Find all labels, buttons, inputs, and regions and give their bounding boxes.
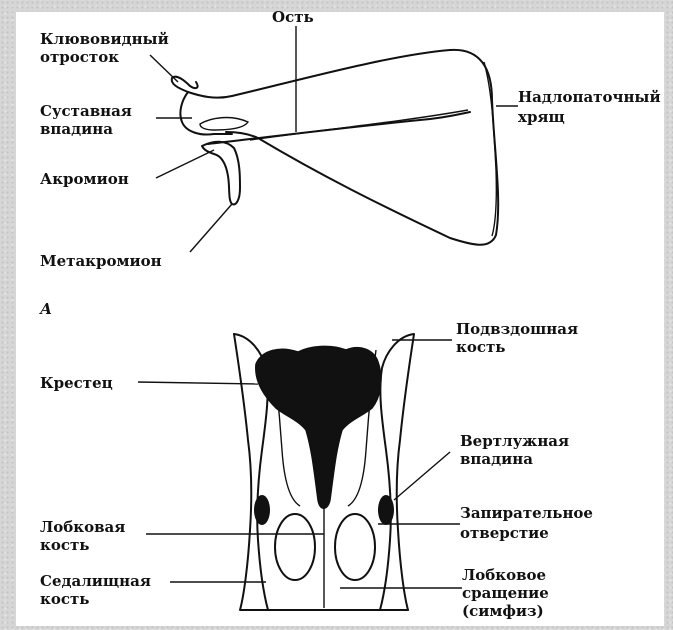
obturator-foramen-left xyxy=(275,514,315,580)
label-acetabulum-1: Вертлужная xyxy=(460,432,569,450)
leader-metacromion xyxy=(190,204,232,252)
label-ilium-1: Подвздошная xyxy=(456,320,578,338)
label-obturator-1: Запирательное xyxy=(460,504,593,522)
label-pubis-2: кость xyxy=(40,536,89,554)
label-obturator-2: отверстие xyxy=(460,524,549,542)
leader-acetabulum xyxy=(394,452,450,500)
label-sacrum: Крестец xyxy=(40,374,113,392)
label-glenoid-2: впадина xyxy=(40,120,113,138)
glenoid-outline xyxy=(180,92,232,135)
leader-sacrum xyxy=(138,382,258,384)
pelvis-drawing xyxy=(234,334,414,610)
suprascapular-edge xyxy=(484,62,496,236)
label-coracoid-2: отросток xyxy=(40,48,119,66)
label-symphysis-1: Лобковое xyxy=(462,566,546,584)
acetabulum-left xyxy=(254,495,270,525)
label-ischium-2: кость xyxy=(40,590,89,608)
label-metacromion: Метакромион xyxy=(40,252,162,270)
acetabulum-right xyxy=(378,495,394,525)
panel-letter: А xyxy=(39,300,52,318)
coracoid-process xyxy=(172,77,232,98)
label-glenoid-1: Суставная xyxy=(40,102,132,120)
sacrum-shape xyxy=(256,346,381,508)
spine-ridge-line xyxy=(250,110,468,140)
scapula-leaders xyxy=(150,26,518,252)
label-acromion: Акромион xyxy=(40,170,129,188)
label-ischium-1: Седалищная xyxy=(40,572,151,590)
label-acetabulum-2: впадина xyxy=(460,450,533,468)
label-symphysis-2: сращение xyxy=(462,584,549,602)
label-spine: Ость xyxy=(272,8,314,26)
obturator-foramen-right xyxy=(335,514,375,580)
scapula-labels: Клювовидный отросток Ость Надлопаточный … xyxy=(39,8,661,318)
acromion-process xyxy=(202,142,240,205)
label-suprascapular-2: хрящ xyxy=(518,108,565,126)
leader-coracoid xyxy=(150,55,178,82)
scapula-blade xyxy=(226,50,498,245)
label-ilium-2: кость xyxy=(456,338,505,356)
label-symphysis-3: (симфиз) xyxy=(462,602,544,620)
glenoid-cavity xyxy=(200,118,248,130)
leader-acromion xyxy=(156,150,214,178)
label-coracoid-1: Клювовидный xyxy=(40,30,169,48)
scapula-drawing xyxy=(172,50,499,245)
label-suprascapular-1: Надлопаточный xyxy=(518,88,661,106)
label-pubis-1: Лобковая xyxy=(40,518,125,536)
